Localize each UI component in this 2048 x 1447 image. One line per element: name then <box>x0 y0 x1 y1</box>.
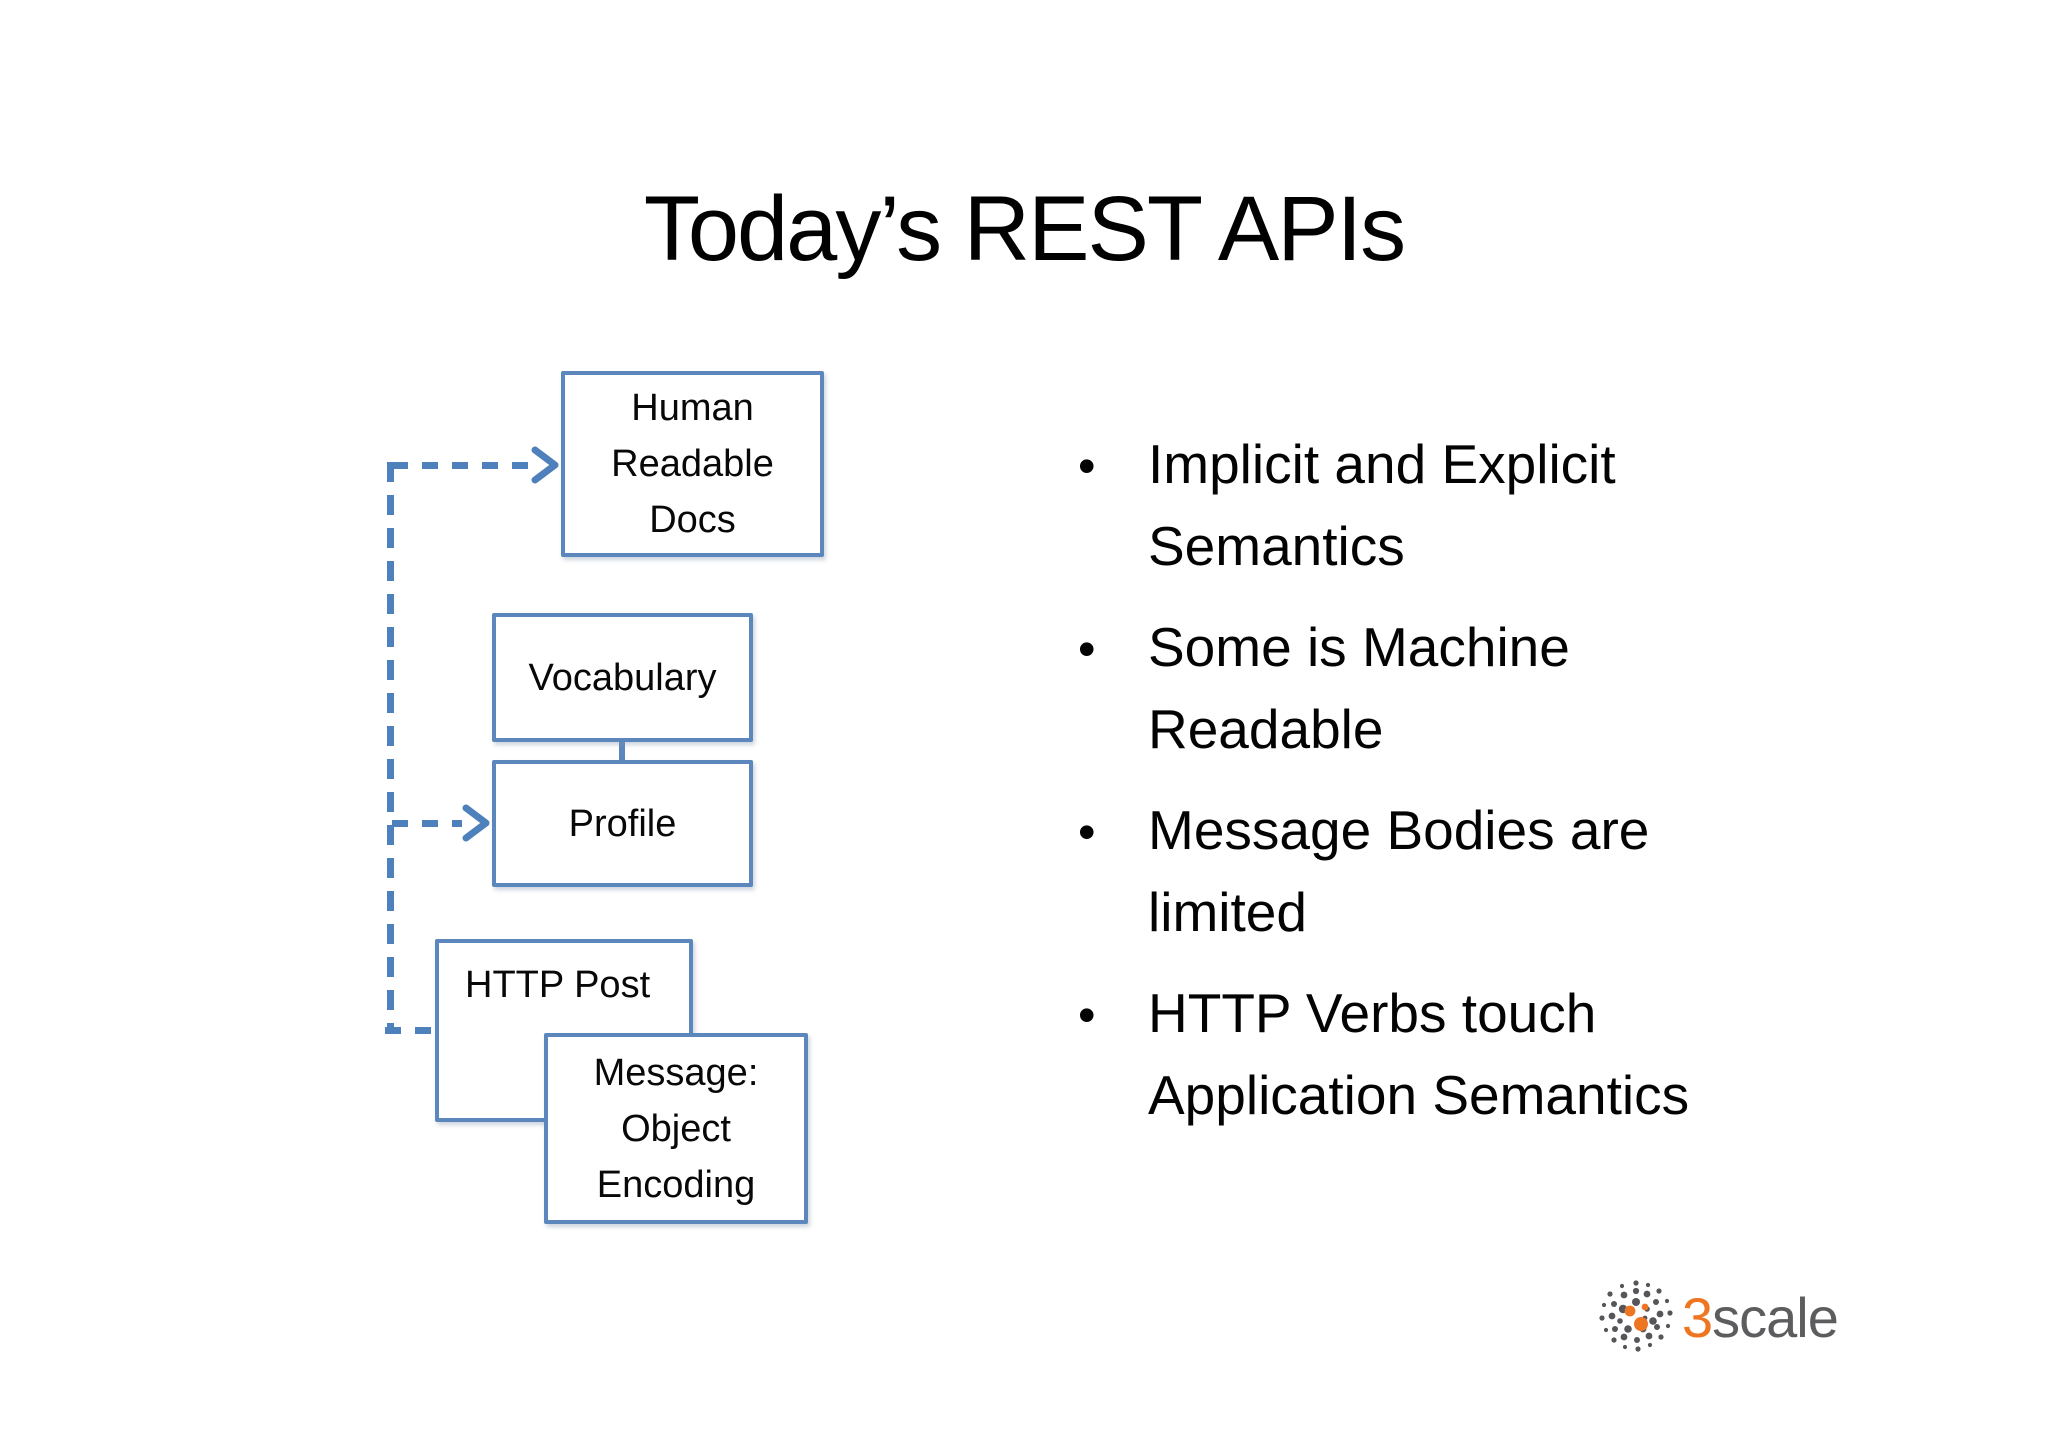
rest-api-diagram: Human Readable Docs Vocabulary Profile H… <box>385 371 824 1224</box>
bullet-list: • Implicit and Explicit Semantics • Some i… <box>1078 424 1808 1156</box>
bullet-marker-icon: • <box>1078 621 1096 677</box>
arrowhead-right-icon <box>462 804 490 842</box>
slide-title: Today’s REST APIs <box>643 178 1406 280</box>
logo-wordmark: 3scale <box>1682 1290 1839 1346</box>
box-profile: Profile <box>492 760 753 887</box>
box-label: Profile <box>568 802 677 845</box>
bullet-text: Implicit and Explicit Semantics <box>1148 433 1616 577</box>
bullet-text: Message Bodies are limited <box>1148 799 1650 943</box>
bullet-marker-icon: • <box>1078 438 1096 494</box>
dashed-connector-to-http-post <box>385 1027 435 1034</box>
box-label: Vocabulary <box>528 656 717 699</box>
bullet-marker-icon: • <box>1078 987 1096 1043</box>
dashed-arrow-to-human-docs <box>392 462 533 469</box>
bullet-item: • Message Bodies are limited <box>1078 790 1808 952</box>
logo-dots-sphere-icon <box>1598 1278 1674 1359</box>
vocabulary-profile-connector <box>619 740 625 763</box>
dashed-arrow-to-profile <box>392 820 462 827</box>
bullet-text: Some is Machine Readable <box>1148 616 1570 760</box>
bullet-item: • HTTP Verbs touch Application Semantics <box>1078 973 1808 1135</box>
logo-number: 3 <box>1682 1286 1713 1349</box>
box-label: Message: Object Encoding <box>593 1051 759 1206</box>
threescale-logo: 3scale <box>1598 1278 1839 1359</box>
box-message-object-encoding: Message: Object Encoding <box>544 1033 808 1224</box>
dashed-connector-vertical <box>387 462 394 1034</box>
box-vocabulary: Vocabulary <box>492 613 753 742</box>
bullet-item: • Some is Machine Readable <box>1078 607 1808 769</box>
bullet-marker-icon: • <box>1078 804 1096 860</box>
bullet-text: HTTP Verbs touch Application Semantics <box>1148 982 1690 1126</box>
box-label: HTTP Post <box>465 964 651 1006</box>
box-human-readable-docs: Human Readable Docs <box>561 371 824 557</box>
box-label: Human Readable Docs <box>611 387 774 541</box>
arrowhead-right-icon <box>531 446 559 484</box>
bullet-item: • Implicit and Explicit Semantics <box>1078 424 1808 586</box>
logo-word: scale <box>1712 1286 1839 1349</box>
